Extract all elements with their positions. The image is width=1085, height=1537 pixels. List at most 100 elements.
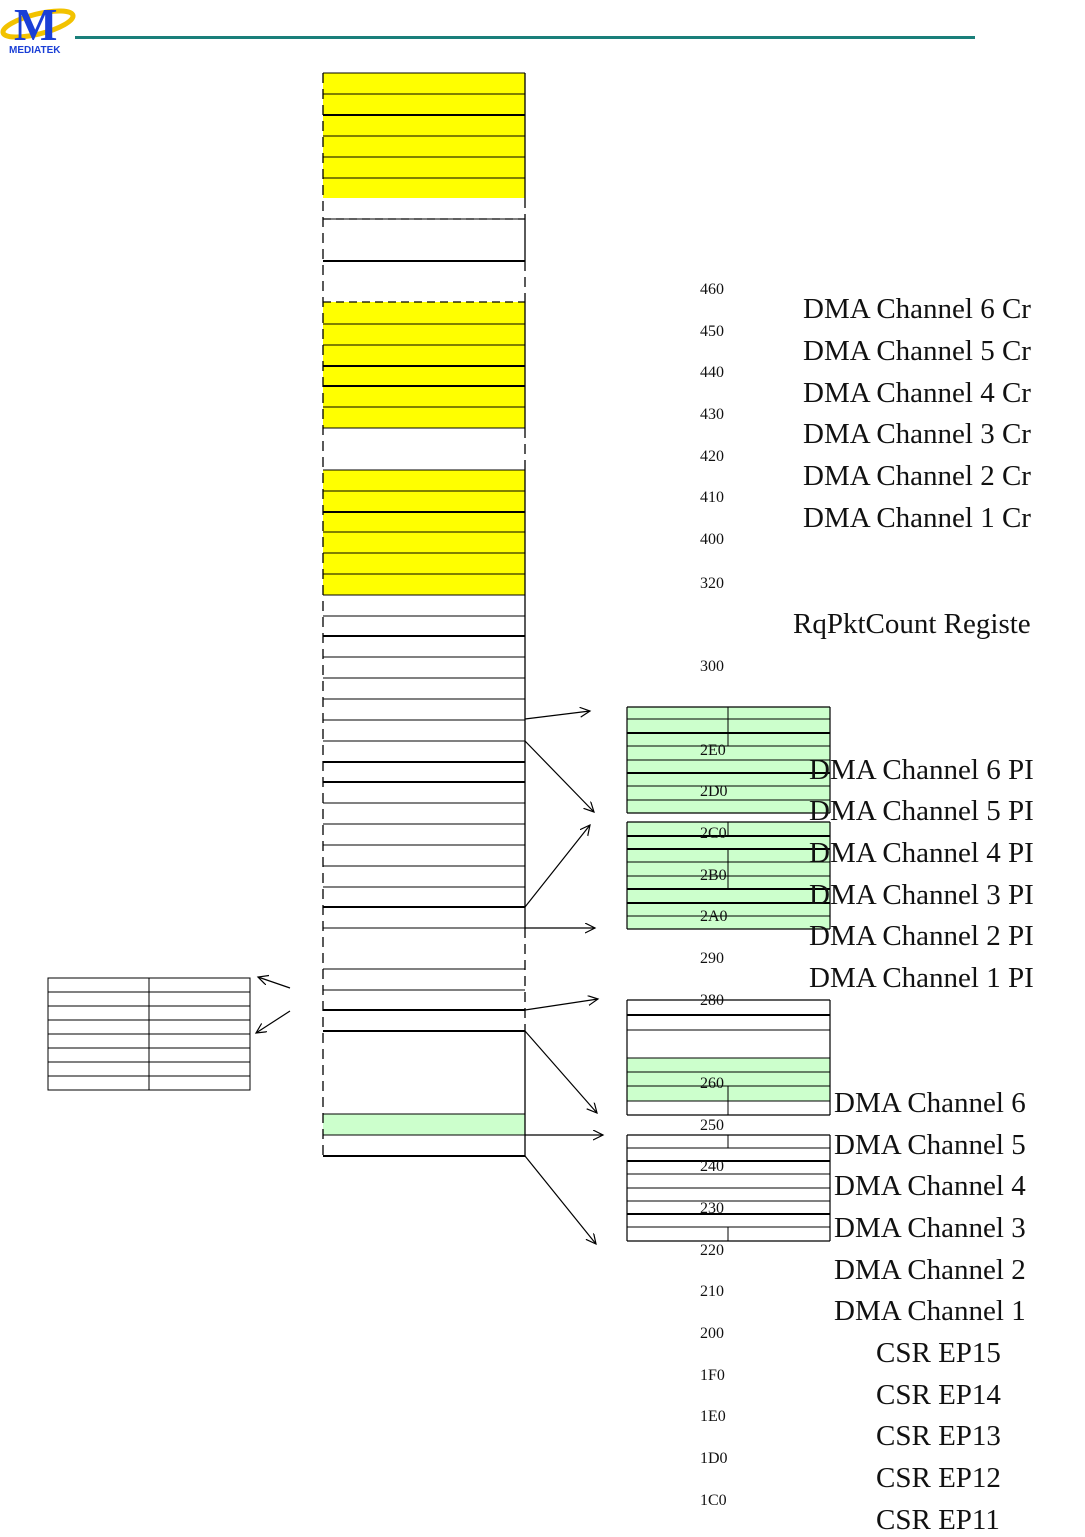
register-label: DMA Channel 3 PI: [809, 879, 1034, 911]
register-row: [323, 657, 525, 678]
sub-tables: [626, 706, 831, 1242]
pointer-arrow: [524, 1030, 597, 1113]
address-label: 2E0: [700, 742, 726, 759]
register-row: [323, 428, 525, 470]
sub-table-row: [627, 773, 830, 786]
sub-table-row: [627, 1030, 830, 1058]
register-row: [323, 407, 525, 428]
register-row: [323, 386, 525, 407]
sub-table-row: [627, 903, 830, 916]
register-row: [323, 512, 525, 532]
sub-table-row: [627, 1188, 830, 1201]
register-label: DMA Channel 5 PI: [809, 795, 1034, 827]
register-label: DMA Channel 6 Cr: [803, 293, 1031, 325]
address-label: 250: [700, 1117, 724, 1134]
register-row: [323, 73, 525, 94]
register-row: [323, 302, 525, 324]
register-label: CSR EP11: [876, 1504, 1000, 1536]
sub-table-row: [627, 916, 830, 929]
address-label: 320: [700, 575, 724, 592]
main-register-column: [322, 72, 526, 1157]
register-row: [323, 616, 525, 636]
register-row: [323, 491, 525, 512]
register-row: [323, 762, 525, 782]
register-label: RqPktCount Registe: [793, 608, 1031, 640]
address-label: 450: [700, 323, 724, 340]
register-label: CSR EP14: [876, 1379, 1001, 1411]
register-row: [323, 720, 525, 741]
register-label: DMA Channel 1 PI: [809, 962, 1034, 994]
register-row: [323, 866, 525, 887]
register-row: [323, 845, 525, 866]
address-label: 2B0: [700, 867, 727, 884]
register-label: CSR EP12: [876, 1462, 1001, 1494]
sub-table-row: [627, 1015, 830, 1030]
logo-ring-icon: [0, 8, 76, 40]
pointer-arrow: [524, 740, 594, 812]
register-row: [323, 574, 525, 595]
register-row: [323, 532, 525, 553]
register-row: [323, 990, 525, 1010]
address-label: 420: [700, 448, 724, 465]
register-row: [323, 824, 525, 845]
pointer-arrow: [524, 999, 598, 1011]
address-label: 220: [700, 1242, 724, 1259]
address-label: 440: [700, 364, 724, 381]
register-row: [323, 678, 525, 699]
address-label: 240: [700, 1158, 724, 1175]
register-row: [323, 1135, 525, 1156]
logo-text: MEDIATEK: [9, 45, 61, 56]
address-label: 400: [700, 531, 724, 548]
sub-table-row: [627, 836, 830, 849]
register-label: DMA Channel 4 PI: [809, 837, 1034, 869]
sub-table-row: [627, 1161, 830, 1174]
address-label: 1C0: [700, 1492, 727, 1509]
left-table: [47, 977, 251, 1091]
register-label: DMA Channel 6 PI: [809, 754, 1034, 786]
address-label: 2C0: [700, 825, 727, 842]
register-row: [323, 782, 525, 803]
register-row: [323, 94, 525, 115]
pointer-arrow: [524, 1155, 596, 1244]
register-row: [323, 907, 525, 928]
header-rule: [75, 36, 975, 39]
address-label: 200: [700, 1325, 724, 1342]
register-row: [323, 887, 525, 907]
sub-table-row: [627, 1201, 830, 1214]
register-row: [323, 345, 525, 366]
register-row: [323, 928, 525, 969]
address-label: 1F0: [700, 1367, 725, 1384]
register-label: DMA Channel 2 PI: [809, 920, 1034, 952]
register-row: [323, 595, 525, 616]
address-label: 210: [700, 1283, 724, 1300]
register-row: [323, 115, 525, 136]
address-label: 1E0: [700, 1408, 726, 1425]
register-row: [323, 366, 525, 386]
register-label: DMA Channel 2: [834, 1254, 1026, 1286]
address-label: 430: [700, 406, 724, 423]
register-label: DMA Channel 2 Cr: [803, 460, 1031, 492]
sub-table-row: [627, 889, 830, 903]
pointer-arrow: [258, 977, 291, 989]
sub-table-row: [627, 1174, 830, 1188]
address-label: 300: [700, 658, 724, 675]
address-label: 2A0: [700, 908, 728, 925]
sub-table-row: [627, 1148, 830, 1161]
sub-table-row: [627, 786, 830, 800]
register-label: DMA Channel 4 Cr: [803, 377, 1031, 409]
register-row: [323, 1031, 525, 1114]
register-row: [323, 261, 525, 302]
register-row: [323, 198, 525, 219]
address-label: 2D0: [700, 783, 728, 800]
address-label: 410: [700, 489, 724, 506]
sub-table-row: [627, 1214, 830, 1227]
pointer-arrow: [524, 825, 590, 908]
register-row: [323, 178, 525, 198]
address-label: 230: [700, 1200, 724, 1217]
register-label: DMA Channel 3: [834, 1212, 1026, 1244]
register-label: DMA Channel 5 Cr: [803, 335, 1031, 367]
sub-table-row: [627, 746, 830, 760]
address-label: 260: [700, 1075, 724, 1092]
register-row: [323, 553, 525, 574]
